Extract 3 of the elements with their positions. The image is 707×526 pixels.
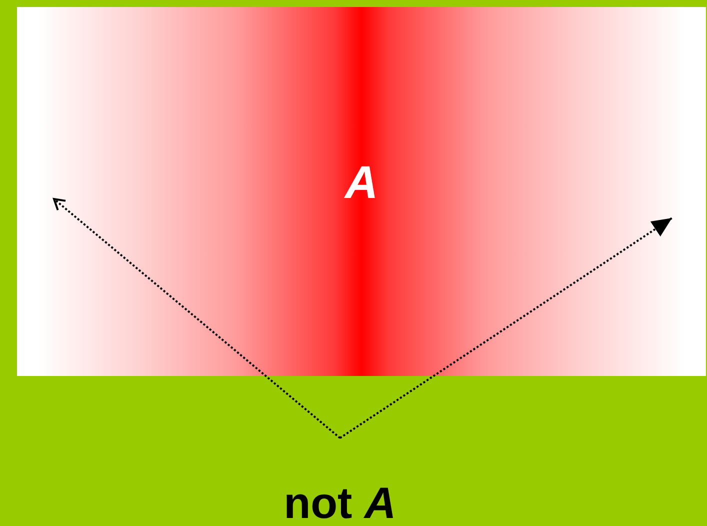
set-label: A	[343, 157, 380, 207]
gradient-band	[17, 7, 706, 376]
complement-label: not A	[282, 480, 398, 526]
